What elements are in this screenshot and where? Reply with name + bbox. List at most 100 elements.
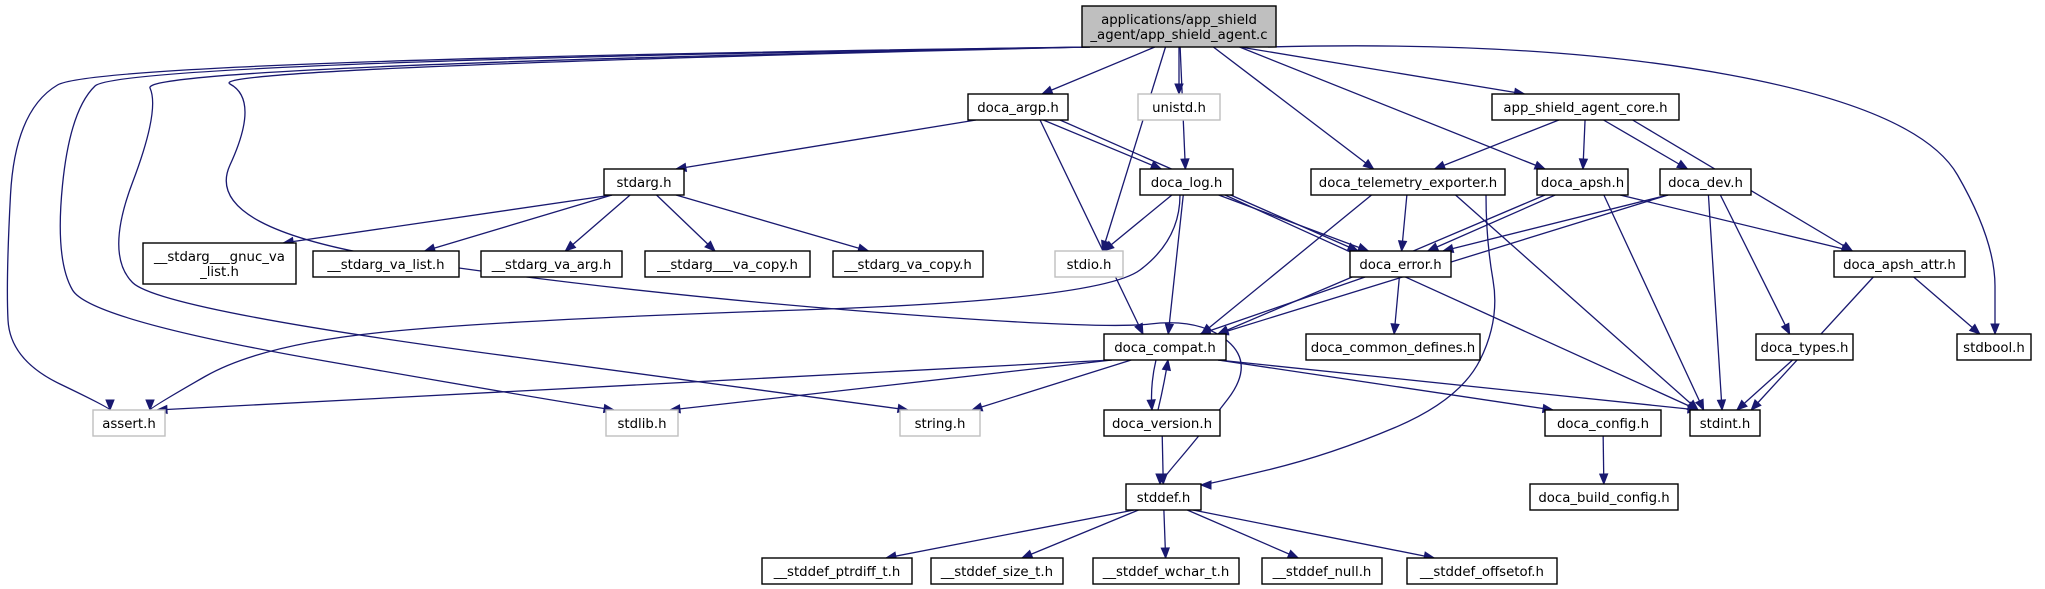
node-box <box>1139 168 1234 196</box>
edge-line <box>59 46 1091 411</box>
edges-layer <box>6 45 2000 561</box>
edge-doca_apsh_attr_h-to-stdbool_h <box>1913 276 1981 335</box>
node-stdarg---va-copy-h[interactable]: __stdarg___va_copy.h <box>644 250 811 278</box>
node-label: stdint.h <box>1700 417 1751 432</box>
edge-line <box>1224 194 1699 411</box>
edge-stdarg_h-to-stdarg___va_copy_h <box>656 194 716 252</box>
edge-doca_dev_h-to-doca_types_h <box>1719 194 1791 336</box>
node-label: __stddef_wchar_t.h <box>1102 565 1230 580</box>
edge-line <box>1103 194 1173 252</box>
edge-doca_compat_h-to-assert_h <box>155 359 1113 415</box>
edge-app_shield_agent_c-to-stdlib_h <box>59 46 1091 414</box>
node-label: stdio.h <box>1067 258 1112 273</box>
node-box <box>761 557 913 585</box>
node-doca-compat-h[interactable]: doca_compat.h <box>1103 333 1227 361</box>
node-box <box>1092 557 1240 585</box>
node-stddef-null-h[interactable]: __stddef_null.h <box>1261 557 1383 585</box>
edge-line <box>283 194 613 244</box>
node-label: __stdarg___gnuc_va <box>153 250 285 265</box>
node-box <box>1103 409 1221 437</box>
node-label: doca_types.h <box>1761 341 1849 356</box>
edge-doca_compat_h-to-string_h <box>970 359 1132 412</box>
edge-line <box>1043 119 1162 170</box>
edge-line <box>1021 509 1139 559</box>
node-doca-log-h[interactable]: doca_log.h <box>1139 168 1234 196</box>
node-label: doca_dev.h <box>1668 176 1743 191</box>
edge-doca_telemetry_exporter_h-to-stddef_h <box>1199 194 1496 490</box>
node-app-shield-agent-c[interactable]: applications/app_shield_agent/app_shield… <box>1081 5 1277 48</box>
arrowhead-icon <box>1716 399 1727 412</box>
node-doca-common-defines-h[interactable]: doca_common_defines.h <box>1305 333 1481 361</box>
node-label: doca_error.h <box>1359 258 1441 273</box>
node-stddef-offsetof-h[interactable]: __stddef_offsetof.h <box>1406 557 1558 585</box>
node-stdint-h[interactable]: stdint.h <box>1689 409 1761 437</box>
arrowhead-icon <box>1161 358 1172 372</box>
node-app-shield-agent-core-h[interactable]: app_shield_agent_core.h <box>1491 93 1680 121</box>
node-stdbool-h[interactable]: stdbool.h <box>1956 333 2032 361</box>
edge-line <box>1167 194 1184 335</box>
edge-stdarg_h-to-stdarg_gnuc_va_list_h <box>281 194 613 247</box>
edge-line <box>971 359 1132 411</box>
edge-app_shield_agent_c-to-doca_telemetry_exporter_h <box>1212 46 1375 170</box>
node-box <box>1054 250 1124 278</box>
node-label: _list.h <box>199 265 239 280</box>
node-box <box>1310 168 1506 196</box>
node-stdarg-va-copy-h[interactable]: __stdarg_va_copy.h <box>832 250 984 278</box>
node-box <box>92 409 166 437</box>
arrowhead-icon <box>1780 322 1791 336</box>
arrowhead-icon <box>1164 323 1175 336</box>
node-doca-argp-h[interactable]: doca_argp.h <box>967 93 1069 121</box>
edge-doca_log_h-to-doca_error_h <box>1218 194 1370 252</box>
node-stdio-h: stdio.h <box>1054 250 1124 278</box>
edge-doca_argp_h-to-stdarg_h <box>674 119 977 172</box>
edge-line <box>1187 509 1299 559</box>
node-box <box>603 168 685 196</box>
node-label: assert.h <box>102 417 156 432</box>
node-stdarg-va-arg-h[interactable]: __stdarg_va_arg.h <box>480 250 623 278</box>
node-label: __stddef_null.h <box>1272 565 1372 580</box>
node-label: __stdarg_va_list.h <box>326 258 444 273</box>
edge-app_shield_agent_c-to-stdbool_h <box>1267 45 2000 336</box>
node-box <box>312 250 460 278</box>
edge-doca_log_h-to-stdint_h <box>1224 194 1700 411</box>
node-stddef-h[interactable]: stddef.h <box>1125 483 1202 511</box>
arrowhead-icon <box>1180 158 1190 171</box>
edge-app_shield_agent_c-to-app_shield_agent_core_h <box>1239 46 1526 97</box>
node-stddef-ptrdiff-t-h[interactable]: __stddef_ptrdiff_t.h <box>761 557 913 585</box>
node-box <box>1659 168 1752 196</box>
edge-doca_argp_h-to-doca_log_h <box>1043 119 1163 170</box>
node-doca-error-h[interactable]: doca_error.h <box>1349 250 1452 278</box>
node-doca-build-config-h[interactable]: doca_build_config.h <box>1529 483 1679 511</box>
edge-stdarg_h-to-stdarg_va_list_h <box>423 194 613 253</box>
node-doca-version-h[interactable]: doca_version.h <box>1103 409 1221 437</box>
node-doca-dev-h[interactable]: doca_dev.h <box>1659 168 1752 196</box>
arrowhead-icon <box>704 240 716 252</box>
edge-line <box>1101 46 1167 252</box>
node-box <box>644 250 811 278</box>
edge-line <box>1041 46 1156 95</box>
arrowhead-icon <box>105 399 115 412</box>
node-stdarg-gnuc-va-list-h[interactable]: __stdarg___gnuc_va_list.h <box>142 242 297 285</box>
edge-stddef_h-to-stddef_size_t_h <box>1020 509 1139 559</box>
arrowhead-icon <box>145 399 155 412</box>
node-doca-apsh-h[interactable]: doca_apsh.h <box>1536 168 1629 196</box>
node-doca-types-h[interactable]: doca_types.h <box>1755 333 1854 361</box>
edge-line <box>1217 359 1554 411</box>
node-doca-telemetry-exporter-h[interactable]: doca_telemetry_exporter.h <box>1310 168 1506 196</box>
node-box <box>832 250 984 278</box>
node-assert-h: assert.h <box>92 409 166 437</box>
edge-line <box>1239 46 1546 170</box>
node-doca-config-h[interactable]: doca_config.h <box>1544 409 1662 437</box>
edge-line <box>156 359 1113 411</box>
node-stdarg-va-list-h[interactable]: __stdarg_va_list.h <box>312 250 460 278</box>
edge-line <box>424 194 613 252</box>
node-stddef-wchar-t-h[interactable]: __stddef_wchar_t.h <box>1092 557 1240 585</box>
node-box <box>1125 483 1202 511</box>
node-box <box>1406 557 1558 585</box>
edge-line <box>1603 194 1705 411</box>
node-stdarg-h[interactable]: stdarg.h <box>603 168 685 196</box>
node-box <box>1529 483 1679 511</box>
node-stddef-size-t-h[interactable]: __stddef_size_t.h <box>930 557 1064 585</box>
node-doca-apsh-attr-h[interactable]: doca_apsh_attr.h <box>1833 250 1966 278</box>
